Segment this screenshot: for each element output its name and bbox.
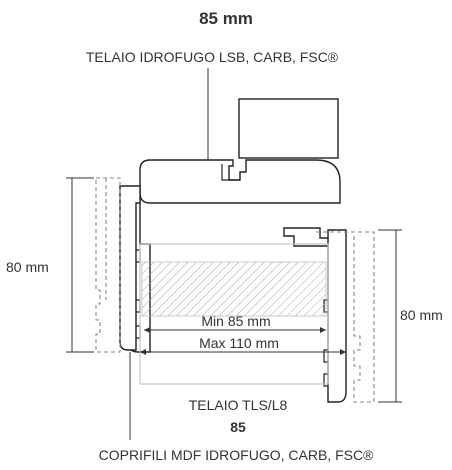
min-dimension-label: Min 85 mm	[201, 313, 270, 329]
frame-top-profile	[139, 159, 341, 204]
wall-hatched-section	[141, 261, 327, 317]
frame-body-outline	[139, 243, 329, 385]
right-dimension-label: 80 mm	[400, 307, 443, 323]
title-dimension: 85 mm	[199, 9, 253, 28]
frame-tongue-detail	[221, 164, 240, 181]
frame-model-label: TELAIO TLS/L8	[189, 397, 288, 413]
trim-material-label: COPRIFILI MDF IDROFUGO, CARB, FSC®	[99, 447, 374, 463]
frame-material-label: TELAIO IDROFUGO LSB, CARB, FSC®	[86, 49, 339, 65]
max-dimension-label: Max 110 mm	[199, 335, 279, 351]
wall-block	[238, 98, 339, 159]
left-dimension-label: 80 mm	[6, 259, 49, 275]
right-trim-dashed	[316, 231, 375, 403]
right-trim	[327, 229, 347, 403]
frame-model-size: 85	[230, 419, 246, 435]
left-trim-dashed	[95, 177, 121, 353]
